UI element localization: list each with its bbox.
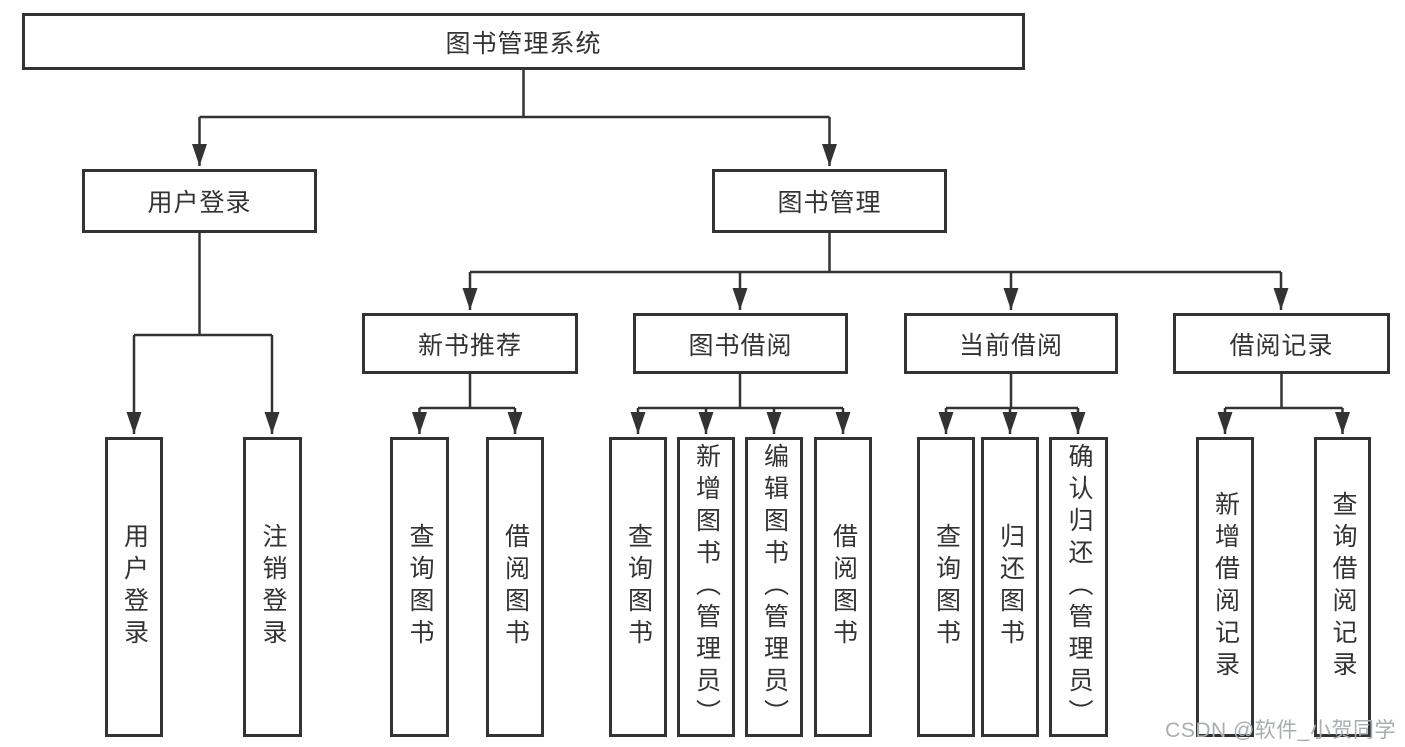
leaf-borrow-edit-books-admin-label: 编辑图书（管理员） — [760, 443, 789, 731]
leaf-user-login-label: 用户登录 — [120, 523, 149, 651]
leaf-borrow-edit-books-admin: 编辑图书（管理员） — [745, 437, 803, 737]
leaf-logout: 注销登录 — [243, 437, 302, 737]
watermark: CSDN @软件_小贺同学 — [1165, 719, 1396, 742]
node-user-login: 用户登录 — [82, 169, 317, 233]
leaf-logout-label: 注销登录 — [259, 523, 287, 651]
leaf-recommend-borrow-books: 借阅图书 — [486, 437, 544, 737]
node-current-borrow: 当前借阅 — [904, 313, 1118, 374]
leaf-current-return-books: 归还图书 — [981, 437, 1039, 737]
leaf-current-return-books-label: 归还图书 — [996, 523, 1025, 651]
leaf-recommend-borrow-books-label: 借阅图书 — [501, 523, 530, 651]
leaf-records-search-record-label: 查询借阅记录 — [1329, 491, 1357, 683]
leaf-current-search-books-label: 查询图书 — [932, 523, 961, 651]
leaf-borrow-add-books-admin-label: 新增图书（管理员） — [692, 443, 721, 731]
leaf-borrow-borrow-books: 借阅图书 — [814, 437, 872, 737]
leaf-borrow-search-books: 查询图书 — [609, 437, 667, 737]
leaf-borrow-borrow-books-label: 借阅图书 — [829, 523, 858, 651]
leaf-recommend-search-books: 查询图书 — [390, 437, 449, 737]
leaf-borrow-add-books-admin: 新增图书（管理员） — [677, 437, 735, 737]
leaf-current-search-books: 查询图书 — [917, 437, 975, 737]
node-borrow-records: 借阅记录 — [1173, 313, 1390, 374]
leaf-records-add-record-label: 新增借阅记录 — [1211, 491, 1240, 683]
node-book-management: 图书管理 — [712, 169, 947, 233]
leaf-current-confirm-return-admin-label: 确认归还（管理员） — [1065, 443, 1093, 731]
leaf-borrow-search-books-label: 查询图书 — [624, 523, 653, 651]
leaf-records-add-record: 新增借阅记录 — [1196, 437, 1254, 737]
node-library-system: 图书管理系统 — [22, 13, 1025, 70]
leaf-current-confirm-return-admin: 确认归还（管理员） — [1049, 437, 1108, 737]
node-book-borrow: 图书借阅 — [633, 313, 848, 374]
leaf-recommend-search-books-label: 查询图书 — [406, 523, 434, 651]
leaf-records-search-record: 查询借阅记录 — [1314, 437, 1371, 737]
node-new-book-recommend: 新书推荐 — [362, 313, 578, 374]
leaf-user-login: 用户登录 — [105, 437, 163, 737]
